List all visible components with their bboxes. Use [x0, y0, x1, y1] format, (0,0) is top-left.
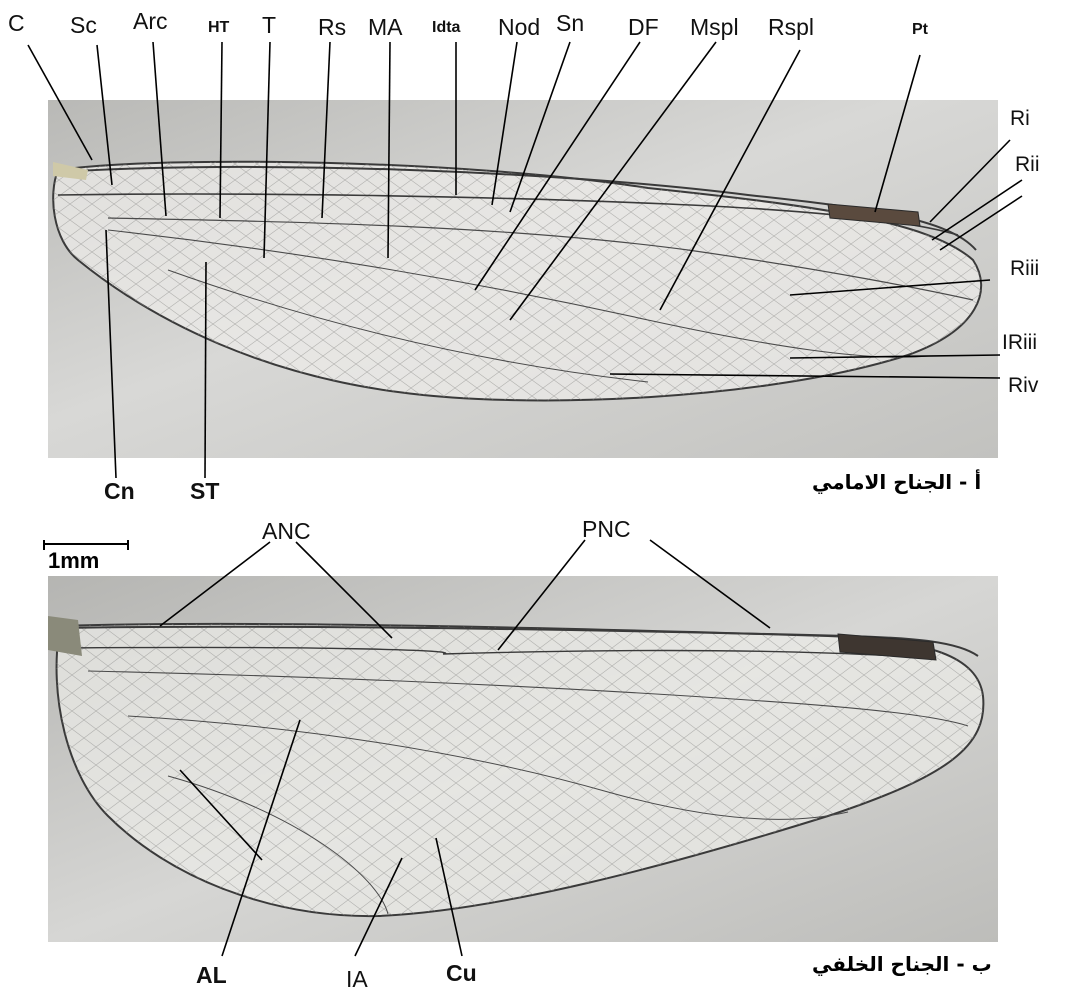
label-st: ST — [190, 480, 219, 503]
forewing-caption: أ - الجناح الامامي — [812, 470, 981, 494]
scale-label: 1mm — [48, 548, 99, 574]
label-pt: Pt — [912, 22, 928, 38]
hindwing-caption: ب - الجناح الخلفي — [812, 952, 992, 976]
label-iriii: IRiii — [1002, 332, 1037, 353]
label-cu: Cu — [446, 962, 477, 985]
label-idta: Idta — [432, 20, 460, 36]
label-anc: ANC — [262, 520, 311, 543]
label-t: T — [262, 14, 276, 37]
label-riv: Riv — [1008, 375, 1038, 396]
label-al: AL — [196, 964, 227, 987]
hindwing-photo — [48, 576, 998, 942]
label-mspl: Mspl — [690, 16, 739, 39]
label-ia: IA — [346, 968, 368, 991]
label-ht: HT — [208, 20, 229, 36]
label-arc: Arc — [133, 10, 168, 33]
label-df: DF — [628, 16, 659, 39]
label-ri: Ri — [1010, 108, 1030, 129]
label-rs: Rs — [318, 16, 346, 39]
label-rii: Rii — [1015, 154, 1040, 175]
label-sc: Sc — [70, 14, 97, 37]
label-riii: Riii — [1010, 258, 1039, 279]
label-nod: Nod — [498, 16, 540, 39]
label-ma: MA — [368, 16, 403, 39]
label-pnc: PNC — [582, 518, 631, 541]
label-c: C — [8, 12, 25, 35]
label-cn: Cn — [104, 480, 135, 503]
label-rspl: Rspl — [768, 16, 814, 39]
label-sn: Sn — [556, 12, 584, 35]
forewing-photo — [48, 100, 998, 458]
